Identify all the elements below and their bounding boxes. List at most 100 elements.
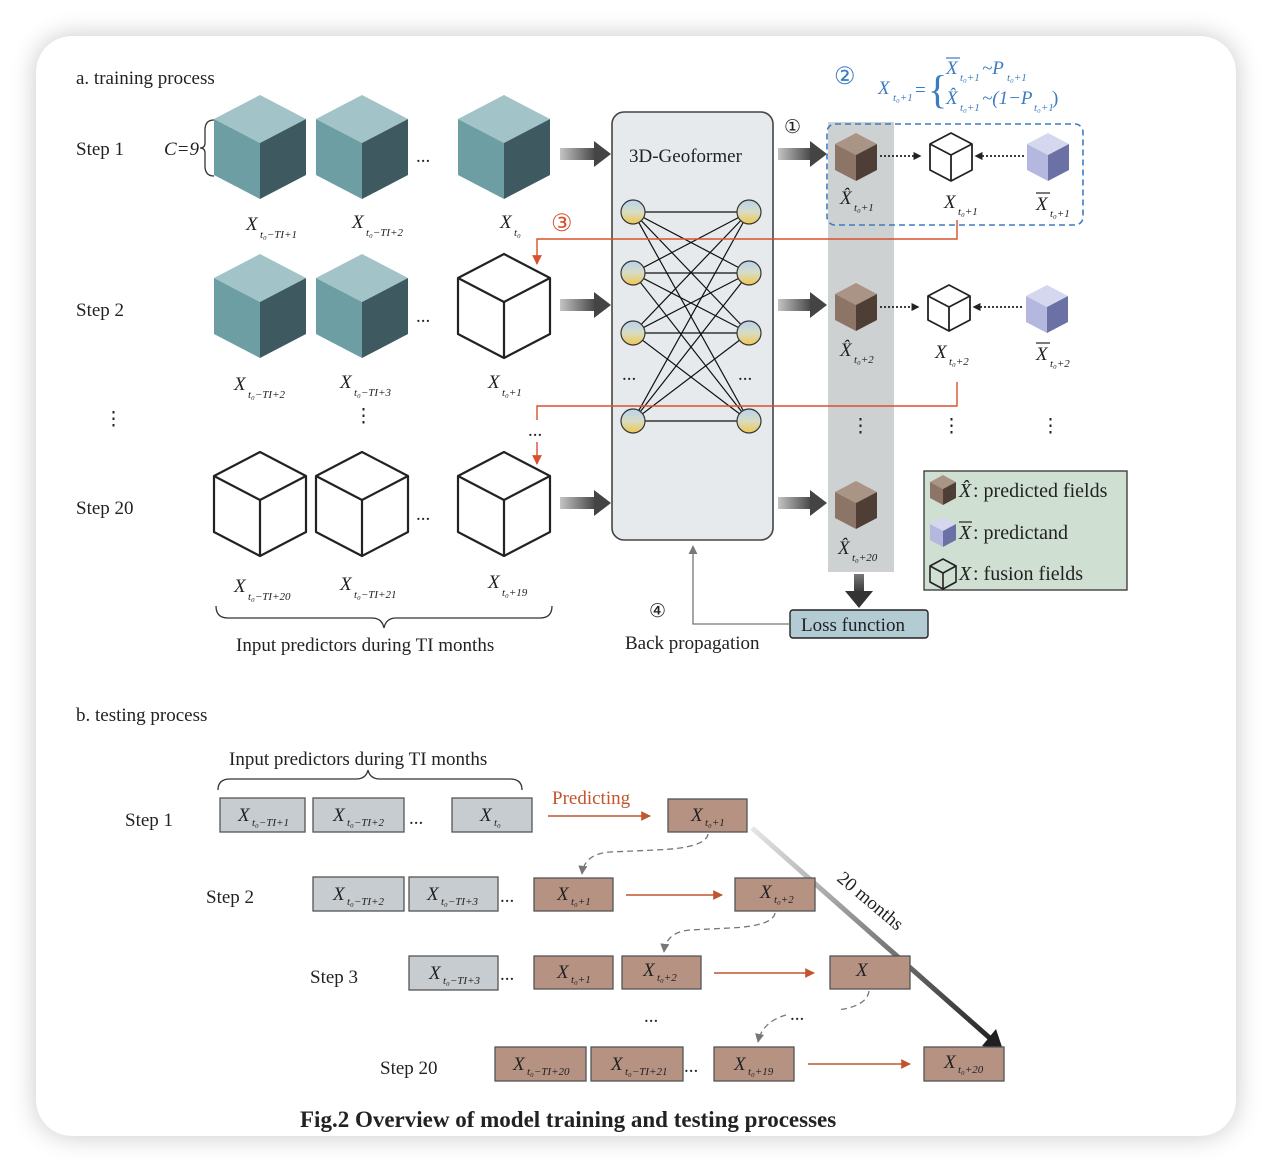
t2-x-2: X xyxy=(426,884,440,905)
t1-x-tp1: X xyxy=(690,805,704,826)
fusion-cube-step1 xyxy=(929,132,973,182)
label-x-tm-ti2: X xyxy=(351,212,365,233)
label-xhat-tp2: X̂ xyxy=(839,340,853,361)
arrow-in-step2 xyxy=(560,292,611,318)
channel-brace xyxy=(199,119,215,177)
t-curve-3-x xyxy=(837,990,870,1011)
months-diagonal-arrow xyxy=(750,826,994,1042)
test-step2-label: Step 2 xyxy=(206,887,254,908)
t-curve-1-2 xyxy=(578,833,709,875)
sub-xbar-tp1: t₀+1 xyxy=(1050,208,1070,220)
test-step3-label: Step 3 xyxy=(310,967,358,988)
formula-close: ) xyxy=(1052,88,1058,109)
t-curve-2-3 xyxy=(660,912,776,953)
sub-tm-ti2: t₀−TI+2 xyxy=(366,227,404,239)
t20-ellipsis: ... xyxy=(684,1056,698,1077)
feedback-line-step2 xyxy=(536,382,958,420)
t3-box-tm-ti3 xyxy=(408,955,499,991)
arrow-in-step1 xyxy=(560,141,611,167)
t2-box-tm-ti3 xyxy=(408,876,499,912)
t1-box-t0 xyxy=(451,797,533,833)
arrow-out-step20 xyxy=(778,490,827,516)
t1-sub-tp1: t₀+1 xyxy=(705,817,725,829)
predicted-cube-step1 xyxy=(835,133,877,181)
train-step20-label: Step 20 xyxy=(76,498,134,519)
formula-sub1: t₀+1 xyxy=(960,72,980,84)
cube-step20-a-wire xyxy=(212,450,308,558)
t3-box-tp2 xyxy=(621,955,702,990)
sub-x-tp1-fusion: t₀+1 xyxy=(958,206,978,218)
cube-step1-b xyxy=(316,95,408,199)
train-step1-label: Step 1 xyxy=(76,139,124,160)
t3-x-1: X xyxy=(428,963,442,984)
t2-sub-tp1: t₀+1 xyxy=(571,896,591,908)
marker-3: ③ xyxy=(551,211,573,237)
cube-step1-a xyxy=(214,95,306,199)
t1-sub-t0: t₀ xyxy=(494,817,501,829)
t1-box-tp1 xyxy=(667,798,748,833)
geoformer-box xyxy=(611,111,774,541)
t1-sub-2: t₀−TI+2 xyxy=(347,817,385,829)
channel-label: C=9 xyxy=(164,139,199,160)
label-xhat-tp1: X̂ xyxy=(839,188,853,209)
input-brace xyxy=(215,605,553,629)
legend-xbar: X xyxy=(958,522,972,544)
cube-step2-c-wire xyxy=(456,252,552,360)
t3-x-tp1: X xyxy=(556,962,570,983)
t1-x-2: X xyxy=(332,805,346,826)
t20-sub-tp19: t₀+19 xyxy=(748,1066,774,1078)
ellipsis-step2: ... xyxy=(416,306,430,327)
testing-section-label: b. testing process xyxy=(76,705,207,726)
sub-tm-ti3: t₀−TI+3 xyxy=(354,387,392,399)
legend-predicted-label: : predicted fields xyxy=(973,480,1108,502)
t20-box-tp20 xyxy=(923,1046,1005,1082)
loss-function-label: Loss function xyxy=(801,615,905,636)
marker-4: ④ xyxy=(649,601,666,622)
label-x-tp1-fusion: X xyxy=(943,192,957,213)
t20-box-tm-ti21 xyxy=(590,1046,684,1082)
label-x-tm-ti1: X xyxy=(245,214,259,235)
months-label: 20 months xyxy=(833,868,908,935)
fusion-cube-step2 xyxy=(927,284,971,332)
formula-x-bar: X xyxy=(945,58,959,79)
testing-input-brace xyxy=(217,769,523,791)
formula-eq: = xyxy=(915,80,926,101)
network-ellipsis-right: ... xyxy=(738,364,752,385)
sub-tm-ti20: t₀−TI+20 xyxy=(248,591,291,603)
training-section-label: a. training process xyxy=(76,68,215,89)
vdots-out2: ⋮ xyxy=(942,416,961,437)
label-x-tm-ti20: X xyxy=(233,576,247,597)
t3-box-tp3 xyxy=(829,955,911,990)
formula-line2: ~(1−P xyxy=(982,88,1033,109)
cube-step20-b-wire xyxy=(314,450,410,558)
fusion-dashed-box xyxy=(826,123,1084,226)
arrow-in-step20 xyxy=(560,490,611,516)
t3-box-tp1 xyxy=(533,955,614,990)
formula-lhs: X xyxy=(877,78,891,99)
t2-sub-2: t₀−TI+3 xyxy=(441,896,479,908)
label-x-tp1: X xyxy=(487,372,501,393)
t2-box-tm-ti2 xyxy=(312,876,405,912)
testing-brace-label: Input predictors during TI months xyxy=(229,749,487,770)
vdots-out1: ⋮ xyxy=(851,416,870,437)
arrow-to-loss xyxy=(845,574,873,608)
t20-box-tp19 xyxy=(713,1046,795,1082)
t20-x-1: X xyxy=(512,1054,526,1075)
sub-tm-ti21: t₀−TI+21 xyxy=(354,589,397,601)
t20-sub-tp20: t₀+20 xyxy=(958,1064,984,1076)
label-x-tm-ti2b: X xyxy=(233,374,247,395)
feedback-line-step1 xyxy=(532,220,958,265)
legend-fusion-icon xyxy=(929,558,957,590)
network-edges xyxy=(632,211,750,422)
legend-x: X xyxy=(958,563,972,585)
backprop-line xyxy=(688,545,790,625)
marker-2: ② xyxy=(834,64,856,90)
label-x-tm-ti3: X xyxy=(339,372,353,393)
vdots-mid: ⋮ xyxy=(354,406,373,427)
ellipsis-red-down: ... xyxy=(528,420,542,441)
predicting-label: Predicting xyxy=(552,788,631,809)
test-step1-label: Step 1 xyxy=(125,810,173,831)
label-xbar-tp2: X xyxy=(1035,344,1049,365)
figure-caption: Fig.2 Overview of model training and tes… xyxy=(300,1107,836,1132)
